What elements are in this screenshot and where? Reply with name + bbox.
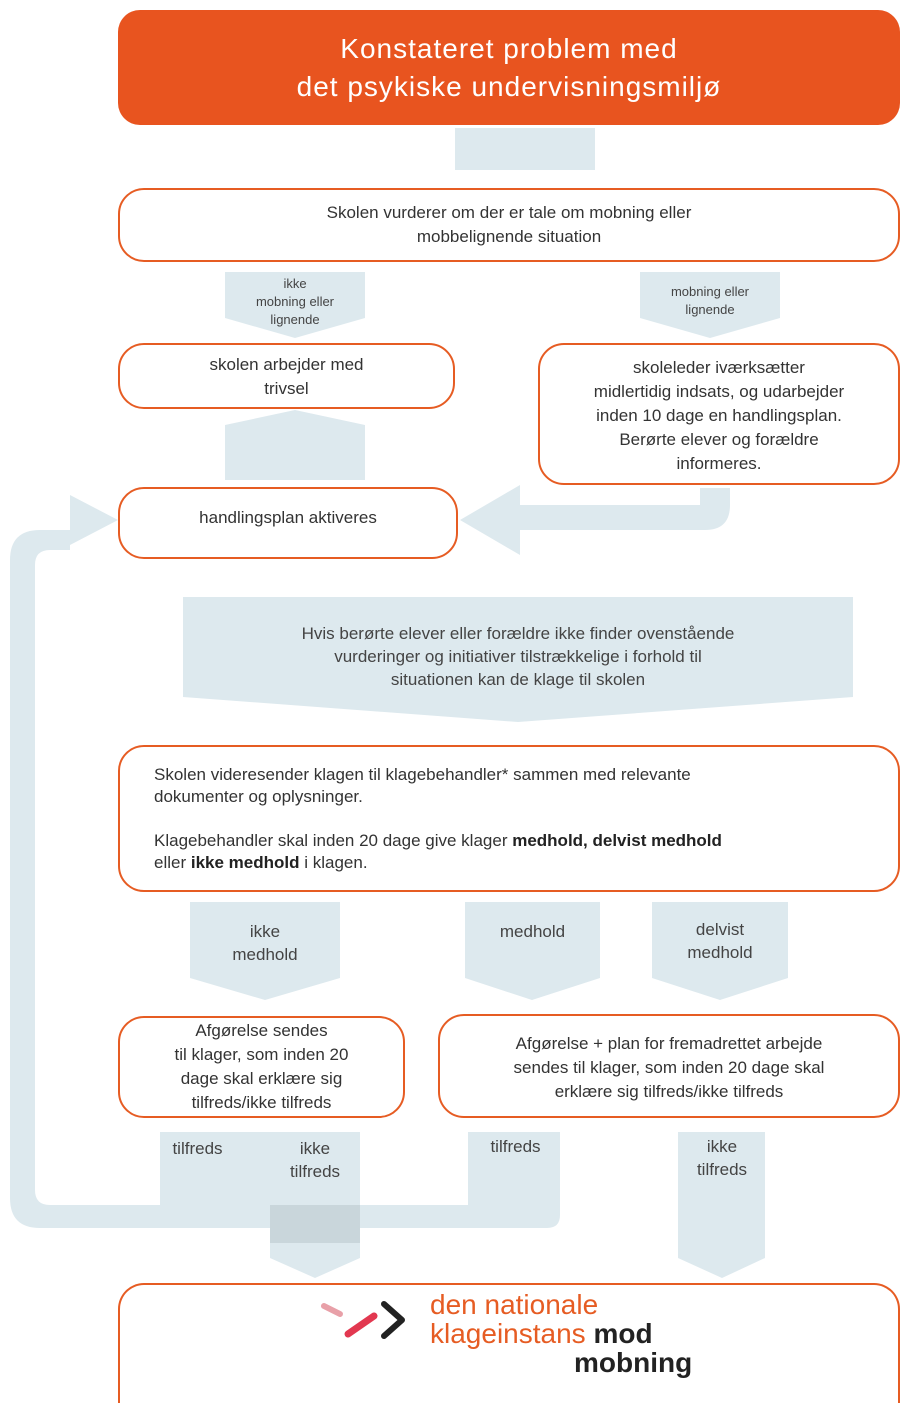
label-mobning: mobning eller lignende xyxy=(640,283,780,319)
label-ikke-mobning-line-2: mobning eller xyxy=(255,294,335,309)
afgorelse-left-line-4: tilfreds/ikke tilfreds xyxy=(191,1093,332,1112)
box-trivsel-line-1: skolen arbejder med xyxy=(209,355,364,374)
label-ikke-mobning-line-1: ikke xyxy=(283,276,307,291)
box-klageinstans xyxy=(118,1283,900,1403)
logo-line-2: klageinstans mod xyxy=(430,1319,692,1348)
arrow-tilfreds-middle xyxy=(360,1132,560,1228)
box-skoleleder-line-2: midlertidig indsats, og udarbejder xyxy=(593,382,845,401)
klage-p1-line-2: dokumenter og oplysninger. xyxy=(154,786,363,806)
box-handlingsplan-aktiveres: handlingsplan aktiveres xyxy=(118,487,458,559)
arrow-header-down xyxy=(455,128,595,170)
afgorelse-right-line-1: Afgørelse + plan for fremadrettet arbejd… xyxy=(515,1034,823,1053)
afgorelse-left-line-3: dage skal erklære sig xyxy=(180,1069,343,1088)
label-mobning-line-2: lignende xyxy=(685,302,735,317)
arrow-up-trivsel xyxy=(225,410,365,480)
box-afgorelse-left: Afgørelse sendes til klager, som inden 2… xyxy=(118,1016,405,1118)
arrow-ikke-mobning xyxy=(225,272,365,338)
label-hvis-line-1: Hvis berørte elever eller forældre ikke … xyxy=(301,624,735,643)
klage-p2-pre: Klagebehandler skal inden 20 dage give k… xyxy=(154,830,513,850)
header-problem: Konstateret problem med det psykiske und… xyxy=(118,10,900,125)
afgorelse-right-line-2: sendes til klager, som inden 20 dage ska… xyxy=(513,1058,825,1077)
arrow-ikke-medhold xyxy=(190,902,340,1000)
arrow-overlap xyxy=(270,1205,360,1243)
logo-line-3: mobning xyxy=(574,1347,693,1378)
label-ikke-tilfreds-2-line-2: tilfreds xyxy=(696,1160,748,1179)
arrow-skoleleder-handlingsplan xyxy=(460,485,730,555)
box-skoleleder-line-5: informeres. xyxy=(676,454,762,473)
label-tilfreds-2-text: tilfreds xyxy=(490,1137,541,1156)
arrow-ikke-tilfreds-right xyxy=(678,1132,765,1278)
box-skolen-vurderer: Skolen vurderer om der er tale om mobnin… xyxy=(118,188,900,262)
klage-p2-post: i klagen. xyxy=(299,852,368,872)
afgorelse-left-line-2: til klager, som inden 20 xyxy=(174,1045,349,1064)
box-skoleleder-line-4: Berørte elever og forældre xyxy=(619,430,819,449)
arrow-tilfreds-left xyxy=(160,1132,270,1228)
arrow-delvist-medhold xyxy=(652,902,788,1000)
label-hvis-line-2: vurderinger og initiativer tilstrækkelig… xyxy=(334,647,702,666)
logo-line-2-light: klageinstans xyxy=(430,1318,594,1349)
label-medhold-text: medhold xyxy=(499,922,566,941)
klage-p2-mid: eller xyxy=(154,852,191,872)
box-trivsel-line-2: trivsel xyxy=(264,379,309,398)
arrow-hvis xyxy=(183,597,853,722)
label-delvist-medhold: delvist medhold xyxy=(652,918,788,964)
arrow-mobning xyxy=(640,272,780,338)
afgorelse-right-line-3: erklære sig tilfreds/ikke tilfreds xyxy=(554,1082,784,1101)
klage-p2-bold-1: medhold, delvist medhold xyxy=(512,830,722,850)
label-tilfreds-1: tilfreds xyxy=(150,1137,245,1160)
klage-paragraph-1: Skolen videresender klagen til klagebeha… xyxy=(154,764,722,808)
label-mobning-line-1: mobning eller xyxy=(670,284,750,299)
label-ikke-mobning: ikke mobning eller lignende xyxy=(225,275,365,329)
klage-p1-line-1: Skolen videresender klagen til klagebeha… xyxy=(154,764,691,784)
logo-line-1: den nationale xyxy=(430,1289,599,1320)
label-hvis-line-3: situationen kan de klage til skolen xyxy=(390,670,646,689)
box-vurderer-line-2: mobbelignende situation xyxy=(416,227,602,246)
header-line-1: Konstateret problem med xyxy=(340,32,678,64)
box-afgorelse-right: Afgørelse + plan for fremadrettet arbejd… xyxy=(438,1014,900,1118)
label-tilfreds-2: tilfreds xyxy=(468,1135,563,1158)
label-ikke-medhold: ikke medhold xyxy=(190,920,340,966)
label-ikke-tilfreds-2: ikke tilfreds xyxy=(678,1135,766,1181)
label-medhold: medhold xyxy=(465,920,600,943)
label-ikke-tilfreds-1-line-2: tilfreds xyxy=(289,1162,341,1181)
logo-mark-icon xyxy=(321,1301,405,1339)
box-skoleleder-line-3: inden 10 dage en handlingsplan. xyxy=(596,406,842,425)
label-ikke-medhold-line-1: ikke xyxy=(249,922,281,941)
klage-p2-bold-2: ikke medhold xyxy=(190,852,300,872)
box-vurderer-line-1: Skolen vurderer om der er tale om mobnin… xyxy=(326,203,692,222)
box-skoleleder-line-1: skoleleder iværksætter xyxy=(633,358,805,377)
label-ikke-tilfreds-2-line-1: ikke xyxy=(706,1137,738,1156)
arrow-medhold xyxy=(465,902,600,1000)
label-delvist-line-2: medhold xyxy=(687,943,753,962)
label-delvist-line-1: delvist xyxy=(695,920,745,939)
box-skolen-arbejder-trivsel: skolen arbejder med trivsel xyxy=(118,343,455,409)
afgorelse-left-line-1: Afgørelse sendes xyxy=(195,1021,328,1040)
label-ikke-tilfreds-1-line-1: ikke xyxy=(299,1139,331,1158)
box-handlingsplan-text: handlingsplan aktiveres xyxy=(199,508,377,527)
logo-text: den nationale klageinstans mod mobning xyxy=(430,1290,692,1377)
klage-paragraph-2: Klagebehandler skal inden 20 dage give k… xyxy=(154,830,722,874)
label-hvis-klage: Hvis berørte elever eller forældre ikke … xyxy=(183,622,853,691)
box-skoleleder: skoleleder iværksætter midlertidig indsa… xyxy=(538,343,900,485)
header-line-2: det psykiske undervisningsmiljø xyxy=(296,70,722,102)
box-skolen-videresender-klagen: Skolen videresender klagen til klagebeha… xyxy=(118,745,900,892)
klage-text: Skolen videresender klagen til klagebeha… xyxy=(154,764,722,874)
logo-line-2-bold: mod xyxy=(593,1318,653,1349)
label-ikke-mobning-line-3: lignende xyxy=(270,312,320,327)
label-ikke-medhold-line-2: medhold xyxy=(232,945,298,964)
label-ikke-tilfreds-1: ikke tilfreds xyxy=(270,1137,360,1183)
label-tilfreds-1-text: tilfreds xyxy=(172,1139,223,1158)
